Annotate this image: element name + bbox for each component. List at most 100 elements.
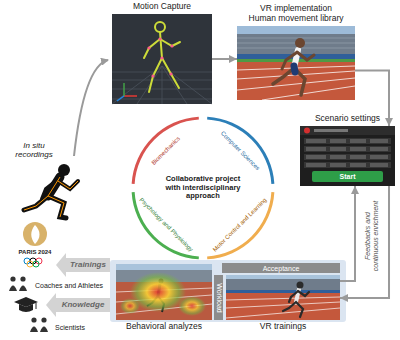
- motion-capture-scene: [151, 74, 154, 77]
- scenario-settings-ui: [306, 139, 388, 167]
- people-icons: [9, 286, 17, 292]
- discipline-arc: [207, 192, 274, 259]
- image-panel: Motion Capture: [112, 14, 212, 104]
- people-icons: [20, 276, 25, 281]
- image-panel: Behavioral analyzes: [116, 264, 212, 320]
- scenario-settings-ui: [304, 128, 310, 134]
- panel-heading: Scenario settings: [315, 114, 380, 124]
- text-group: Motion Capture: [133, 2, 191, 12]
- scenario-settings-ui: [300, 126, 395, 135]
- motion-capture-scene: [144, 39, 160, 58]
- tab-band: Workload: [214, 275, 223, 320]
- image-panel: VR implementation Human movement library: [237, 26, 355, 100]
- scenario-settings-ui: [304, 138, 391, 144]
- heatmap-image: [116, 264, 212, 320]
- text-group: Scenario settings: [315, 114, 380, 124]
- graduation-cap: [14, 297, 38, 312]
- motion-capture-scene: [144, 22, 180, 92]
- motion-capture-scene: [160, 32, 162, 58]
- scenario-settings-ui: [306, 163, 388, 167]
- people-icons: [19, 286, 27, 292]
- motion-capture-scene: [147, 46, 150, 49]
- paris-2024-logo: [24, 258, 42, 267]
- motion-capture-scene: [149, 58, 162, 92]
- graduation-cap: [36, 303, 37, 309]
- discipline-arc: [207, 117, 274, 184]
- paris-2024-logo: [33, 261, 39, 267]
- paris-2024-logo: [27, 261, 33, 267]
- panel-heading: Behavioral analyzes: [126, 322, 202, 332]
- motion-capture-scene: [170, 44, 173, 47]
- people-icons: [30, 327, 38, 333]
- people-icons: [41, 317, 46, 322]
- panel-heading: VR trainings: [260, 322, 306, 332]
- vr-stadium-scene: [237, 38, 355, 48]
- motion-capture-scene: [124, 95, 137, 97]
- vr-stadium-scene: [297, 52, 314, 60]
- discipline-label: Computer Sciences: [219, 130, 261, 172]
- paris-2024-logo: [31, 225, 39, 244]
- arrow-label: Knowledge: [62, 300, 105, 309]
- discipline-label: Motor Control and Learning: [212, 197, 269, 254]
- discipline-arc: [132, 192, 199, 259]
- vr-training-image: [226, 279, 340, 290]
- text-group: Acceptance: [263, 265, 300, 272]
- motion-capture-scene: [155, 22, 165, 32]
- scenario-settings-ui: [306, 155, 388, 159]
- vr-stadium-scene: [294, 66, 295, 72]
- flow-arrow: [340, 186, 389, 298]
- scenario-settings-ui: [304, 146, 391, 152]
- scenario-settings-ui: [304, 154, 391, 160]
- vr-training-image: [226, 290, 340, 293]
- scenario-settings-ui: [304, 162, 391, 168]
- scenario-settings-ui: [300, 126, 395, 186]
- athlete-photo: [24, 177, 78, 218]
- paris-2024-logo: [23, 222, 47, 246]
- tab-band: Acceptance: [222, 263, 340, 273]
- motion-capture-scene: [147, 37, 173, 77]
- vr-stadium-scene: [273, 50, 314, 95]
- audience-label: Coaches and Athletes: [35, 282, 103, 290]
- motion-capture-scene: [158, 37, 161, 40]
- scenario-settings-ui: [304, 138, 391, 168]
- vr-stadium-scene: [273, 68, 294, 84]
- heatmap-image: [116, 264, 212, 320]
- motion-capture-scene: [160, 56, 163, 59]
- vr-training-image: [283, 291, 309, 317]
- text-group: Workload: [215, 283, 222, 312]
- vr-stadium-scene: [237, 66, 355, 100]
- motion-capture-scene: [112, 66, 212, 104]
- motion-capture-scene: [112, 14, 212, 104]
- vr-training-image: [226, 275, 340, 320]
- heatmap-image: [120, 298, 140, 314]
- text-group: VR trainings: [260, 322, 306, 332]
- flow-arrow: [212, 58, 237, 60]
- motion-capture-scene: [123, 83, 125, 96]
- athlete-photo: [24, 177, 78, 217]
- discipline-label: Biomechanics: [151, 136, 182, 167]
- athlete-photo: [24, 196, 48, 210]
- discipline-arcs: [132, 117, 275, 260]
- people-icons: [40, 327, 48, 333]
- heatmap-image: [178, 296, 206, 316]
- vr-stadium-scene: [295, 38, 305, 48]
- paris-2024-logo: [23, 222, 47, 267]
- people-icons: [31, 317, 36, 322]
- scenario-settings-ui: [306, 139, 388, 143]
- flow-arrow: [340, 186, 355, 281]
- discipline-arc: [132, 117, 199, 184]
- motion-capture-scene: [169, 72, 172, 75]
- people-icons: [10, 276, 15, 281]
- logo-text: PARIS 2024: [19, 249, 52, 256]
- motion-capture-scene: [160, 39, 180, 46]
- text-group: Collaborative project with interdiscipli…: [163, 175, 243, 201]
- panel-heading: VR implementation Human movement library: [246, 4, 346, 24]
- button-label: Start: [340, 172, 356, 180]
- outcome-arrows: [46, 293, 110, 317]
- tab-label: Workload: [215, 283, 222, 312]
- vr-stadium-scene: [237, 62, 355, 100]
- athlete-photo: [24, 164, 78, 218]
- graduation-cap: [19, 304, 33, 312]
